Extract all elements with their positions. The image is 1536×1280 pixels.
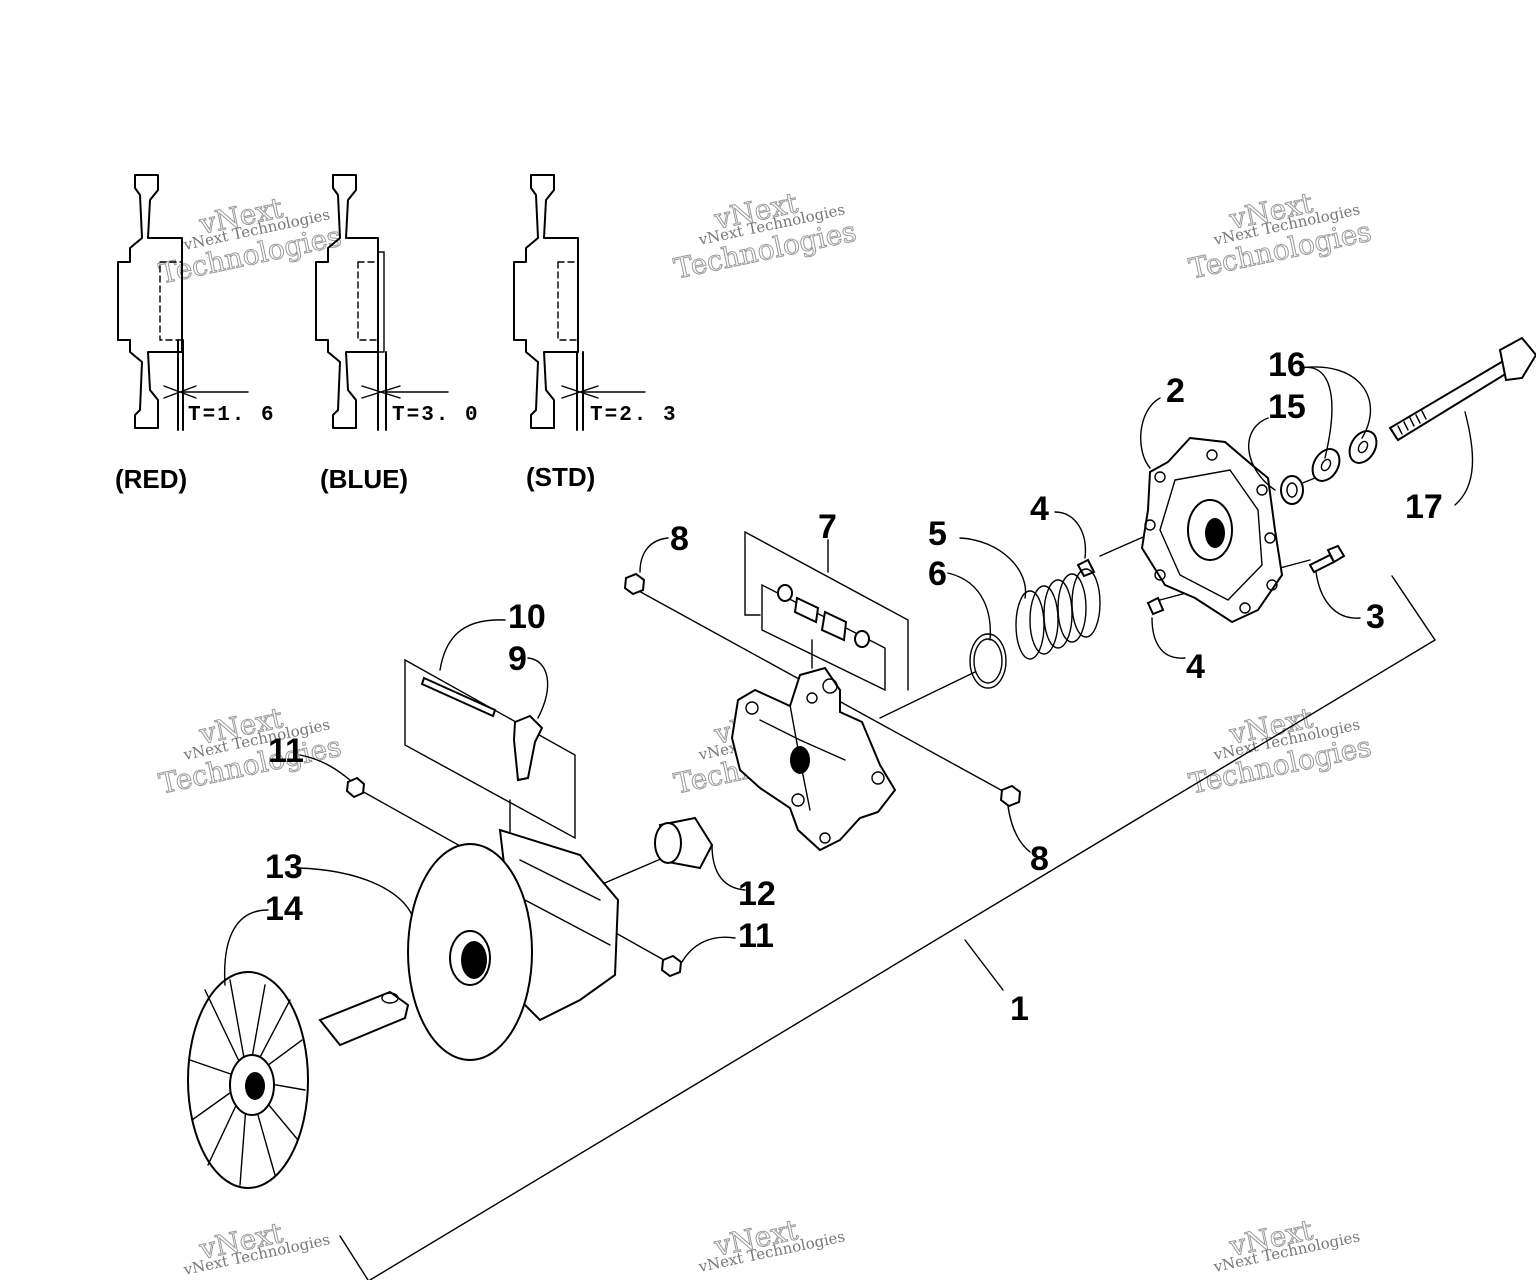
spider-hub (730, 666, 897, 852)
thickness-label-blue: T=3. 0 (392, 404, 480, 427)
shim-profile-std: T=2. 3 (STD) (513, 174, 678, 492)
callout-4-upper: 4 (1030, 490, 1049, 528)
thickness-label-red: T=1. 6 (188, 404, 276, 427)
callout-3: 3 (1366, 598, 1385, 636)
part-7-kit (744, 531, 909, 692)
callout-8-upper: 8 (670, 520, 689, 558)
callout-6: 6 (928, 555, 947, 593)
part-13-sheave (407, 828, 620, 1061)
callout-9: 9 (508, 640, 527, 678)
assembly-bracket (339, 575, 1436, 1280)
part-8-nuts (623, 572, 1022, 808)
callout-16: 16 (1268, 346, 1306, 384)
callout-4-lower: 4 (1186, 648, 1205, 686)
part-2-cover (1140, 436, 1284, 624)
callout-15: 15 (1268, 388, 1306, 426)
shim-profile-blue: T=3. 0 (BLUE) (315, 174, 480, 494)
part-3-screw (1308, 544, 1346, 574)
part-6-ring (969, 633, 1007, 689)
callout-7: 7 (818, 508, 837, 546)
variant-caption-blue: (BLUE) (320, 464, 408, 494)
callout-5: 5 (928, 515, 947, 553)
callout-13: 13 (265, 848, 303, 886)
shim-profile-red: T=1. 6 (RED) (115, 174, 276, 494)
callout-8-lower: 8 (1030, 840, 1049, 878)
part-17-bolt (1388, 336, 1536, 442)
variant-caption-std: (STD) (526, 462, 595, 492)
thickness-label-std: T=2. 3 (590, 404, 678, 427)
leader-lines (223, 366, 1474, 986)
part-12-bushing (654, 816, 714, 870)
variant-caption-red: (RED) (115, 464, 187, 494)
callout-14: 14 (265, 890, 303, 928)
callouts: 1 2 3 4 4 5 6 7 8 8 9 10 11 11 12 13 14 … (265, 346, 1443, 1028)
part-10-pin (404, 658, 576, 840)
callout-11-upper: 11 (268, 732, 304, 770)
part-14-fan-sheave (187, 971, 410, 1189)
callout-12: 12 (738, 875, 776, 913)
callout-17: 17 (1405, 488, 1443, 526)
callout-2: 2 (1166, 372, 1185, 410)
part-16-washers (1311, 430, 1378, 482)
part-4-pins (1076, 558, 1165, 616)
callout-1: 1 (1010, 990, 1029, 1028)
part-11-nuts (345, 776, 683, 978)
callout-10: 10 (508, 598, 546, 636)
part-15-bushing (1280, 475, 1304, 505)
part-5-spring (1015, 568, 1101, 660)
callout-11-lower: 11 (738, 917, 774, 955)
